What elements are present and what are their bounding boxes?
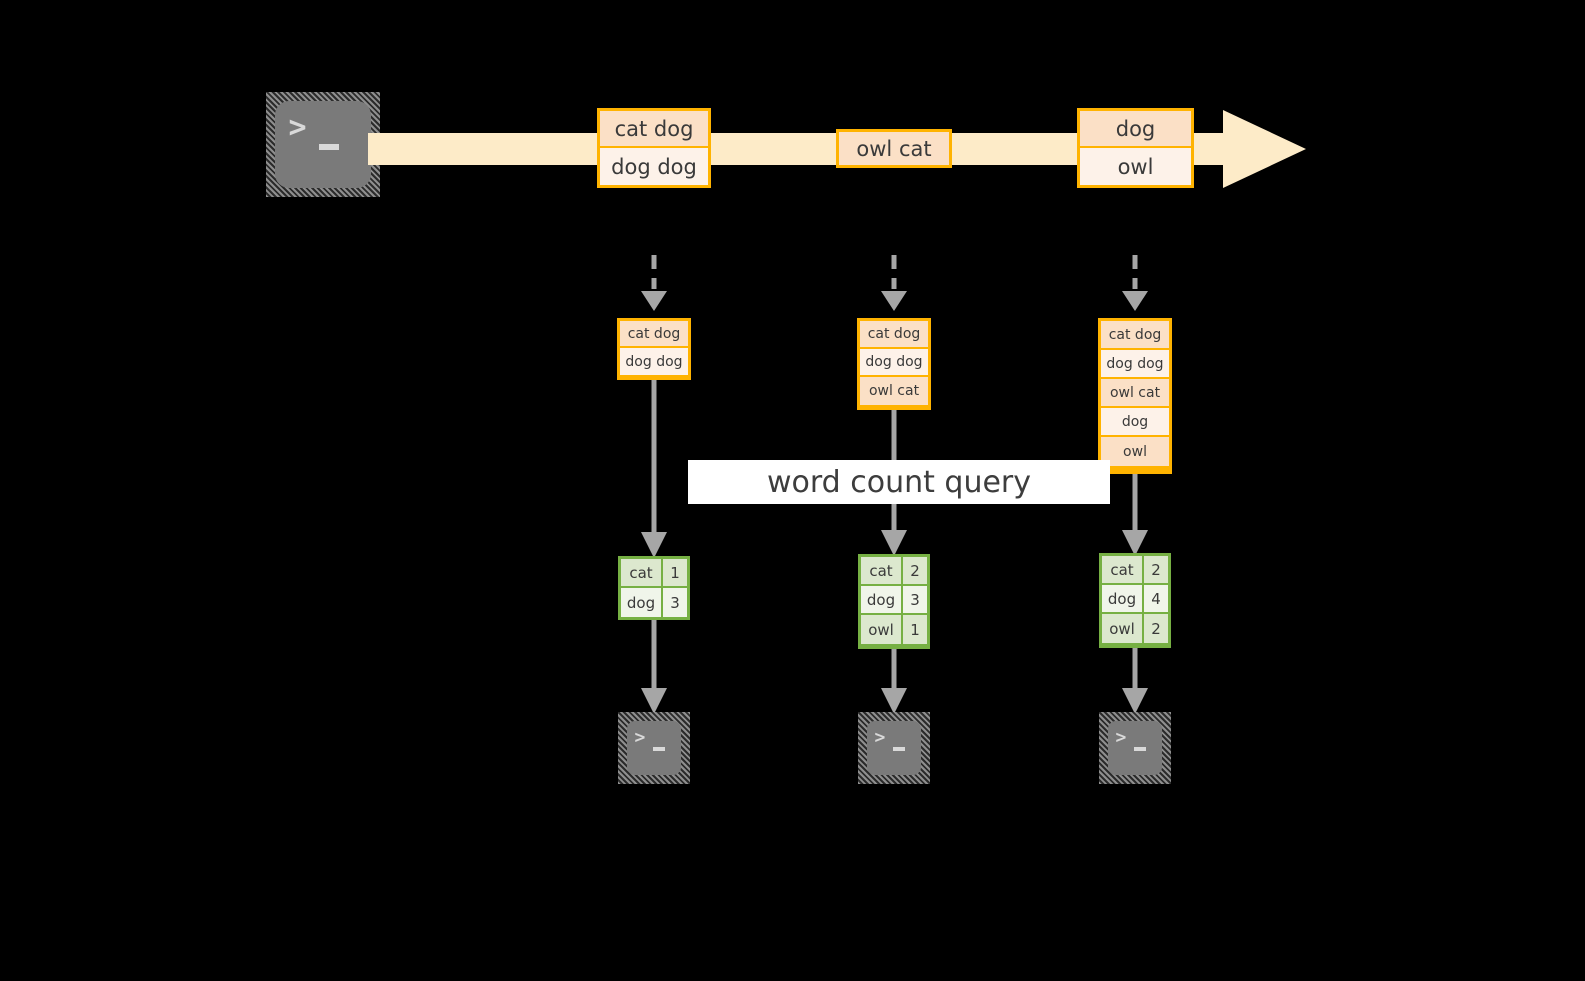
result-count-cell: 2 [903,557,927,584]
table-row: dog 3 [861,586,927,615]
result-count-cell: 2 [1144,614,1168,643]
snapshot-1-result-table: cat 1 dog 3 [618,556,690,620]
sink-terminal-prompt: > [874,726,887,748]
snapshot-input-row: cat dog [860,321,928,349]
snapshot-2-sink-terminal-icon: > [858,712,930,784]
stream-record-row: owl cat [839,132,949,165]
source-terminal-prompt: > [288,110,308,146]
result-word-cell: owl [1102,614,1144,643]
source-terminal-icon: > [266,92,380,197]
snapshot-2-input-stack: cat dog dog dog owl cat [857,318,931,410]
snapshot-3-sink-connector [1122,648,1148,714]
result-count-cell: 4 [1144,585,1168,612]
source-terminal-body: > [275,101,371,188]
result-word-cell: dog [861,586,903,613]
snapshot-3-query-connector [1122,474,1148,556]
table-row: cat 1 [621,559,687,588]
stream-record-row: dog dog [600,148,708,185]
snapshot-input-row: cat dog [620,321,688,348]
sink-terminal-prompt: > [634,726,647,748]
sink-terminal-body: > [867,721,921,775]
snapshot-1-sink-terminal-icon: > [618,712,690,784]
snapshot-input-row: dog dog [1101,350,1169,379]
table-row: cat 2 [861,557,927,586]
result-count-cell: 3 [663,588,687,617]
result-word-cell: dog [621,588,663,617]
table-row: owl 2 [1102,614,1168,643]
stream-record-row: cat dog [600,111,708,148]
stream-record-row: owl [1080,148,1191,185]
stream-record-2: owl cat [836,129,952,168]
stream-record-row: dog [1080,111,1191,148]
snapshot-input-row: dog [1101,408,1169,437]
source-terminal-cursor [319,144,339,150]
snapshot-2-result-table: cat 2 dog 3 owl 1 [858,554,930,649]
sink-terminal-prompt: > [1115,726,1128,748]
result-word-cell: cat [1102,556,1144,583]
sink-terminal-body: > [627,721,681,775]
result-word-cell: dog [1102,585,1144,612]
snapshot-3-input-stack: cat dog dog dog owl cat dog owl [1098,318,1172,474]
snapshot-2-tap-connector [881,255,907,311]
table-row: owl 1 [861,615,927,644]
stream-record-1: cat dog dog dog [597,108,711,188]
result-word-cell: cat [621,559,663,586]
snapshot-3-sink-terminal-icon: > [1099,712,1171,784]
result-word-cell: owl [861,615,903,644]
snapshot-3-tap-connector [1122,255,1148,311]
result-count-cell: 3 [903,586,927,613]
table-row: dog 3 [621,588,687,617]
sink-terminal-cursor [893,747,905,751]
snapshot-input-row: dog dog [860,349,928,377]
snapshot-1-query-connector [641,380,667,558]
table-row: cat 2 [1102,556,1168,585]
snapshot-input-row: owl cat [1101,379,1169,408]
result-count-cell: 1 [663,559,687,586]
sink-terminal-body: > [1108,721,1162,775]
sink-terminal-cursor [653,747,665,751]
table-row: dog 4 [1102,585,1168,614]
result-count-cell: 2 [1144,556,1168,583]
snapshot-1-input-stack: cat dog dog dog [617,318,691,380]
result-count-cell: 1 [903,615,927,644]
stream-record-3: dog owl [1077,108,1194,188]
snapshot-3-result-table: cat 2 dog 4 owl 2 [1099,553,1171,648]
snapshot-2-sink-connector [881,649,907,714]
snapshot-1-tap-connector [641,255,667,311]
snapshot-1-sink-connector [641,620,667,714]
snapshot-input-row: owl [1101,437,1169,466]
snapshot-input-row: cat dog [1101,321,1169,350]
snapshot-input-row: owl cat [860,377,928,405]
query-label: word count query [688,460,1110,504]
sink-terminal-cursor [1134,747,1146,751]
result-word-cell: cat [861,557,903,584]
snapshot-input-row: dog dog [620,348,688,375]
